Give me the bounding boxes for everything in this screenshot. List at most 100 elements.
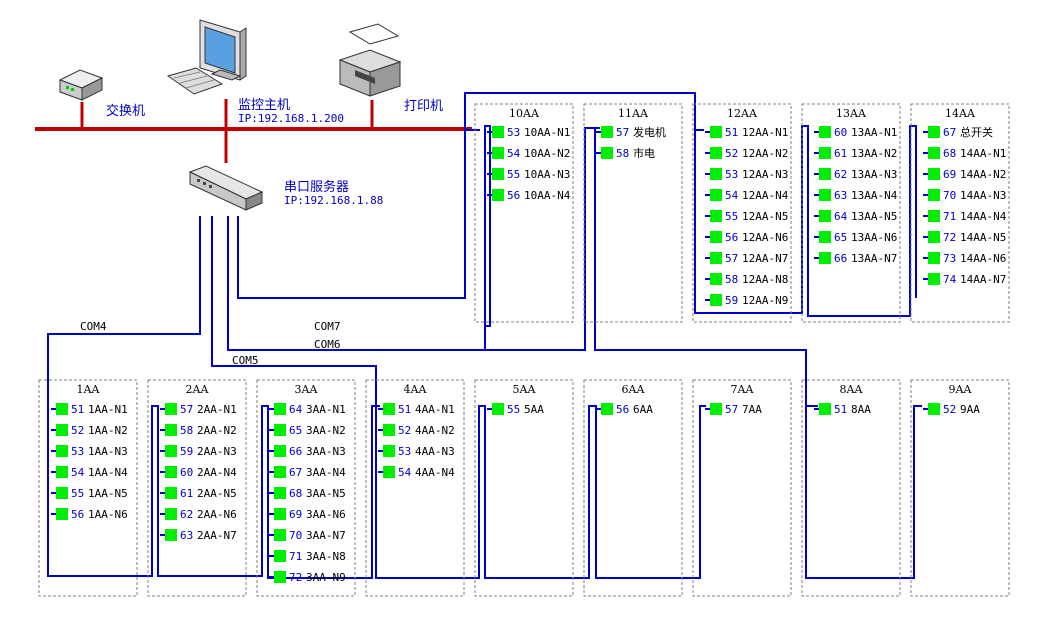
device-status-square[interactable]: [710, 403, 722, 415]
device-status-square[interactable]: [928, 168, 940, 180]
device-status-square[interactable]: [383, 466, 395, 478]
device-name: 5AA: [524, 403, 544, 416]
device-name: 3AA-N6: [306, 508, 346, 521]
device-status-square[interactable]: [819, 147, 831, 159]
device-status-square[interactable]: [165, 424, 177, 436]
device-name: 14AA-N1: [960, 147, 1006, 160]
device-status-square[interactable]: [274, 445, 286, 457]
device-name: 2AA-N1: [197, 403, 237, 416]
device-status-square[interactable]: [710, 252, 722, 264]
device-status-square[interactable]: [492, 126, 504, 138]
device-status-square[interactable]: [56, 508, 68, 520]
device-name: 4AA-N3: [415, 445, 455, 458]
device-status-square[interactable]: [492, 168, 504, 180]
device-address: 53: [507, 126, 520, 139]
device-status-square[interactable]: [710, 147, 722, 159]
device-name: 12AA-N5: [742, 210, 788, 223]
device-status-square[interactable]: [928, 403, 940, 415]
device-status-square[interactable]: [492, 147, 504, 159]
device-address: 70: [289, 529, 302, 542]
device-address: 51: [398, 403, 411, 416]
device-status-square[interactable]: [165, 466, 177, 478]
device-status-square[interactable]: [601, 126, 613, 138]
device-status-square[interactable]: [274, 571, 286, 583]
device-status-square[interactable]: [165, 529, 177, 541]
host-label: 监控主机: [238, 97, 290, 112]
device-status-square[interactable]: [165, 403, 177, 415]
device-address: 56: [616, 403, 629, 416]
device-status-square[interactable]: [710, 189, 722, 201]
device-status-square[interactable]: [165, 445, 177, 457]
device-status-square[interactable]: [928, 126, 940, 138]
device-status-square[interactable]: [928, 252, 940, 264]
device-status-square[interactable]: [928, 231, 940, 243]
device-address: 65: [834, 231, 847, 244]
device-name: 7AA: [742, 403, 762, 416]
device-status-square[interactable]: [710, 210, 722, 222]
device-status-square[interactable]: [819, 126, 831, 138]
device-status-square[interactable]: [274, 508, 286, 520]
device-status-square[interactable]: [165, 508, 177, 520]
device-status-square[interactable]: [56, 424, 68, 436]
com4-label: COM4: [80, 320, 107, 333]
device-address: 69: [289, 508, 302, 521]
device-name: 13AA-N4: [851, 189, 898, 202]
device-status-square[interactable]: [710, 273, 722, 285]
device-status-square[interactable]: [56, 403, 68, 415]
device-status-square[interactable]: [928, 210, 940, 222]
device-status-square[interactable]: [819, 231, 831, 243]
device-status-square[interactable]: [274, 529, 286, 541]
device-status-square[interactable]: [492, 403, 504, 415]
device-status-square[interactable]: [819, 168, 831, 180]
device-address: 66: [834, 252, 847, 265]
device-status-square[interactable]: [492, 189, 504, 201]
device-address: 59: [180, 445, 193, 458]
com5-to-upper: [594, 128, 922, 579]
device-status-square[interactable]: [383, 445, 395, 457]
device-name: 1AA-N1: [88, 403, 128, 416]
device-status-square[interactable]: [819, 403, 831, 415]
device-status-square[interactable]: [383, 403, 395, 415]
device-name: 12AA-N4: [742, 189, 789, 202]
device-status-square[interactable]: [819, 210, 831, 222]
device-name: 1AA-N5: [88, 487, 128, 500]
device-address: 51: [834, 403, 847, 416]
device-status-square[interactable]: [819, 252, 831, 264]
com6-line: [227, 125, 491, 351]
device-status-square[interactable]: [274, 424, 286, 436]
device-status-square[interactable]: [710, 126, 722, 138]
device-name: 2AA-N7: [197, 529, 237, 542]
cabinet-title: 8AA: [840, 383, 864, 396]
device-name: 12AA-N3: [742, 168, 788, 181]
device-address: 67: [943, 126, 956, 139]
device-status-square[interactable]: [165, 487, 177, 499]
device-name: 10AA-N2: [524, 147, 570, 160]
device-status-square[interactable]: [601, 147, 613, 159]
device-status-square[interactable]: [56, 487, 68, 499]
device-status-square[interactable]: [710, 294, 722, 306]
device-status-square[interactable]: [819, 189, 831, 201]
device-status-square[interactable]: [274, 466, 286, 478]
device-status-square[interactable]: [56, 445, 68, 457]
serial-wiring: [47, 92, 922, 579]
ethernet-bus: [35, 99, 472, 163]
device-name: 12AA-N1: [742, 126, 788, 139]
device-status-square[interactable]: [710, 168, 722, 180]
device-status-square[interactable]: [56, 466, 68, 478]
device-status-square[interactable]: [928, 147, 940, 159]
device-status-square[interactable]: [928, 273, 940, 285]
cabinet-frame: [256, 379, 356, 597]
device-status-square[interactable]: [274, 550, 286, 562]
device-name: 2AA-N3: [197, 445, 237, 458]
device-status-square[interactable]: [928, 189, 940, 201]
device-status-square[interactable]: [274, 487, 286, 499]
device-name: 3AA-N1: [306, 403, 346, 416]
device-status-square[interactable]: [710, 231, 722, 243]
device-status-square[interactable]: [601, 403, 613, 415]
device-address: 55: [71, 487, 84, 500]
device-status-square[interactable]: [383, 424, 395, 436]
device-status-square[interactable]: [274, 403, 286, 415]
